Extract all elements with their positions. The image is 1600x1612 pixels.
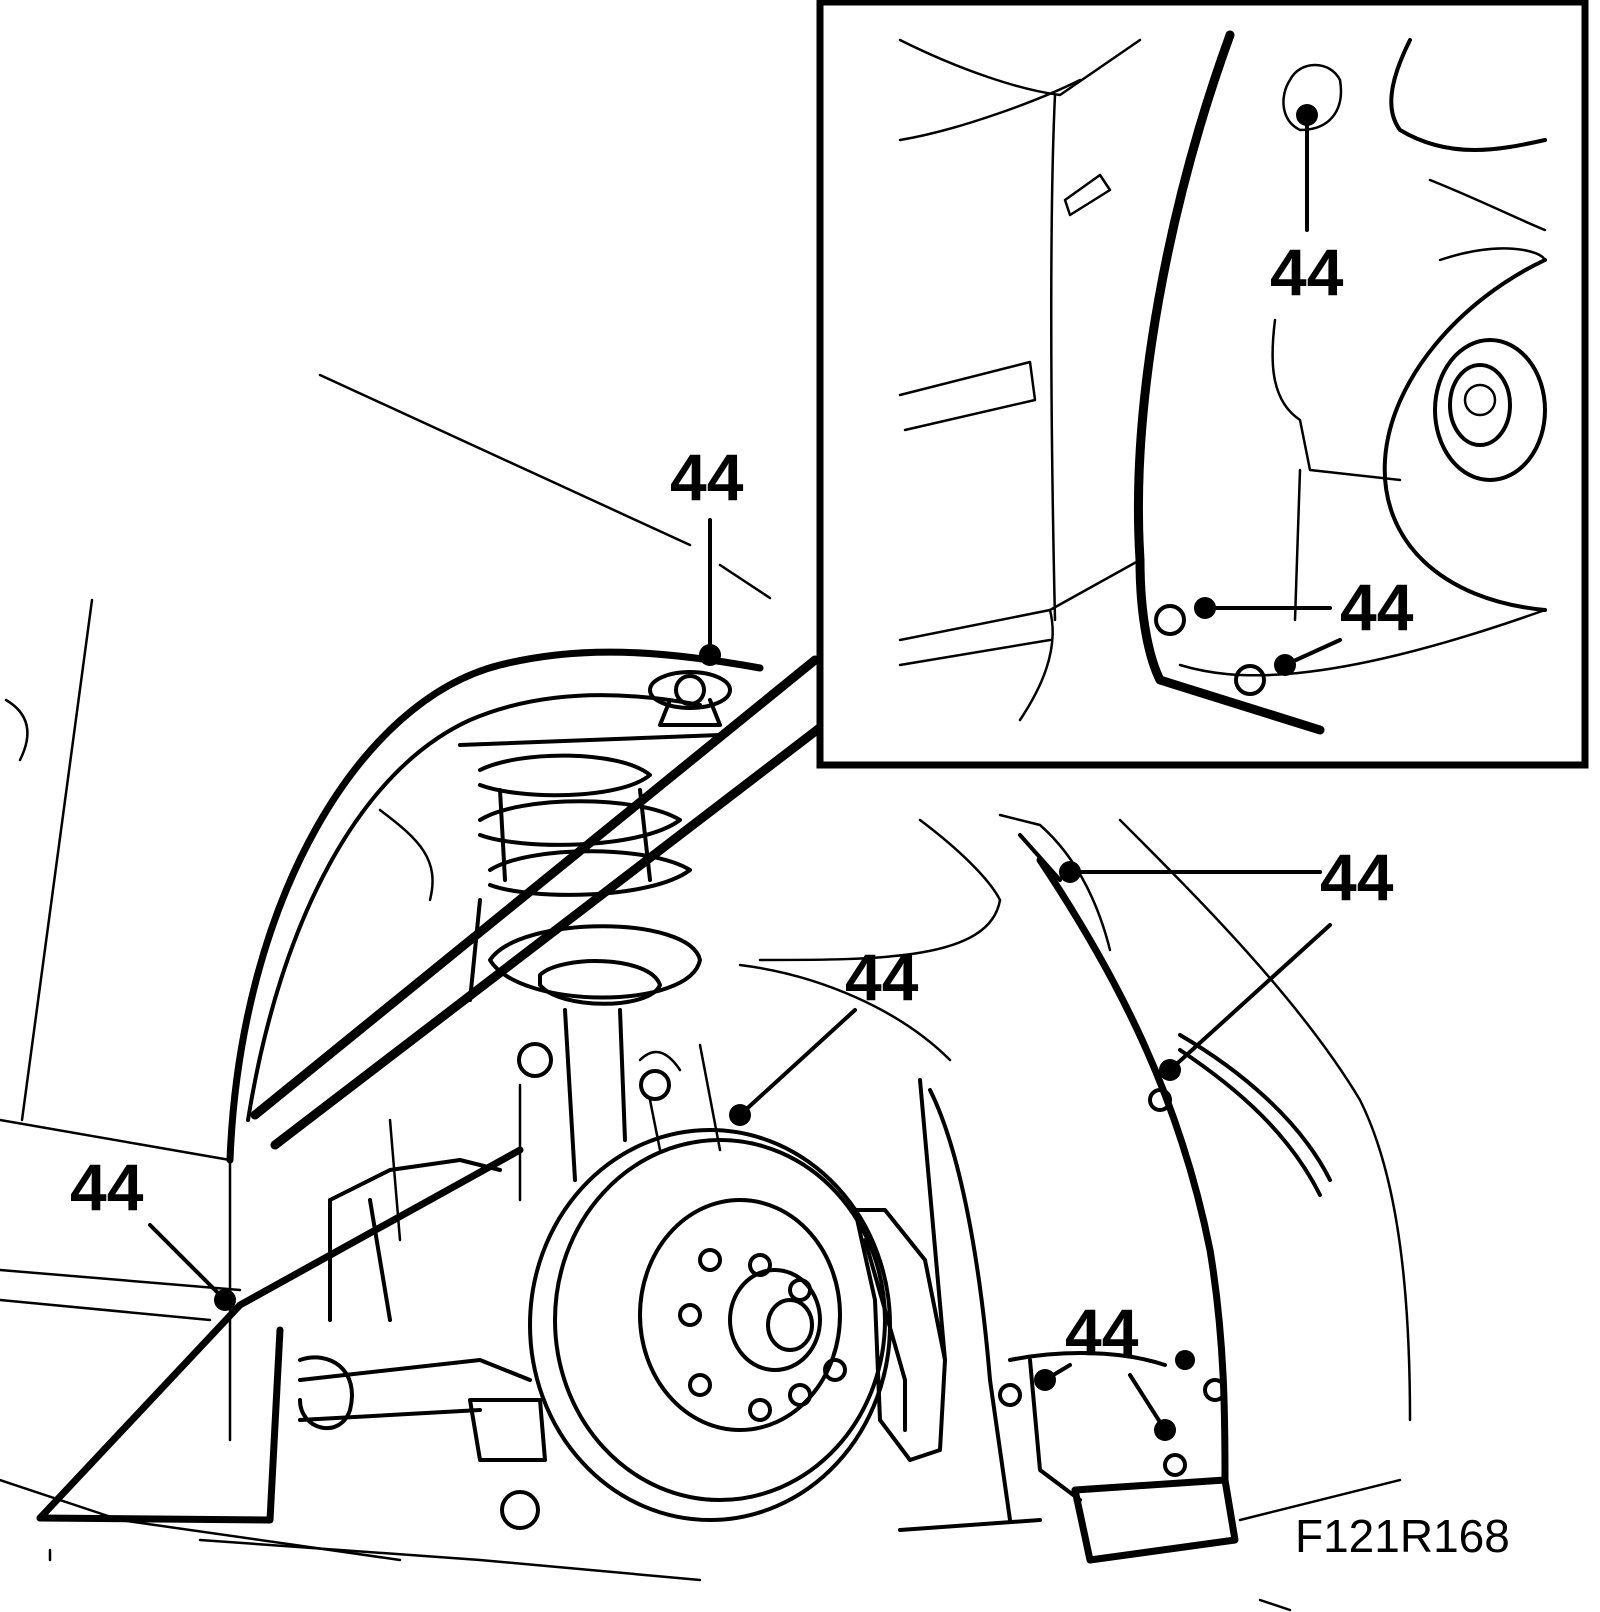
callout-top-strut: 44	[670, 440, 744, 514]
inset-pointer-lines	[250, 655, 835, 1150]
callout-wheelarch-center: 44	[845, 940, 919, 1014]
callout-inset-top: 44	[1270, 235, 1344, 309]
subframe	[36, 1118, 702, 1582]
callout-labels: 44 44 44 44 44 44 44	[70, 235, 1414, 1369]
brake-caliper	[638, 1043, 947, 1462]
strut-assembly	[468, 670, 732, 1182]
body-panels	[0, 373, 772, 1562]
detail-inset	[816, 0, 1589, 769]
wheel-arch-liner	[738, 813, 1412, 1612]
callout-liner-top-right: 44	[1320, 840, 1394, 914]
callout-liner-bottom: 44	[1065, 1295, 1139, 1369]
figure-id: F121R168	[1295, 1510, 1510, 1562]
wheel-arch	[226, 648, 764, 1164]
brake-disc	[528, 1128, 892, 1522]
callout-inset-bottom: 44	[1340, 570, 1414, 644]
leader-lines	[148, 104, 1342, 1441]
callout-left-front: 44	[70, 1150, 144, 1224]
strut-lower-bolts	[517, 1042, 671, 1202]
